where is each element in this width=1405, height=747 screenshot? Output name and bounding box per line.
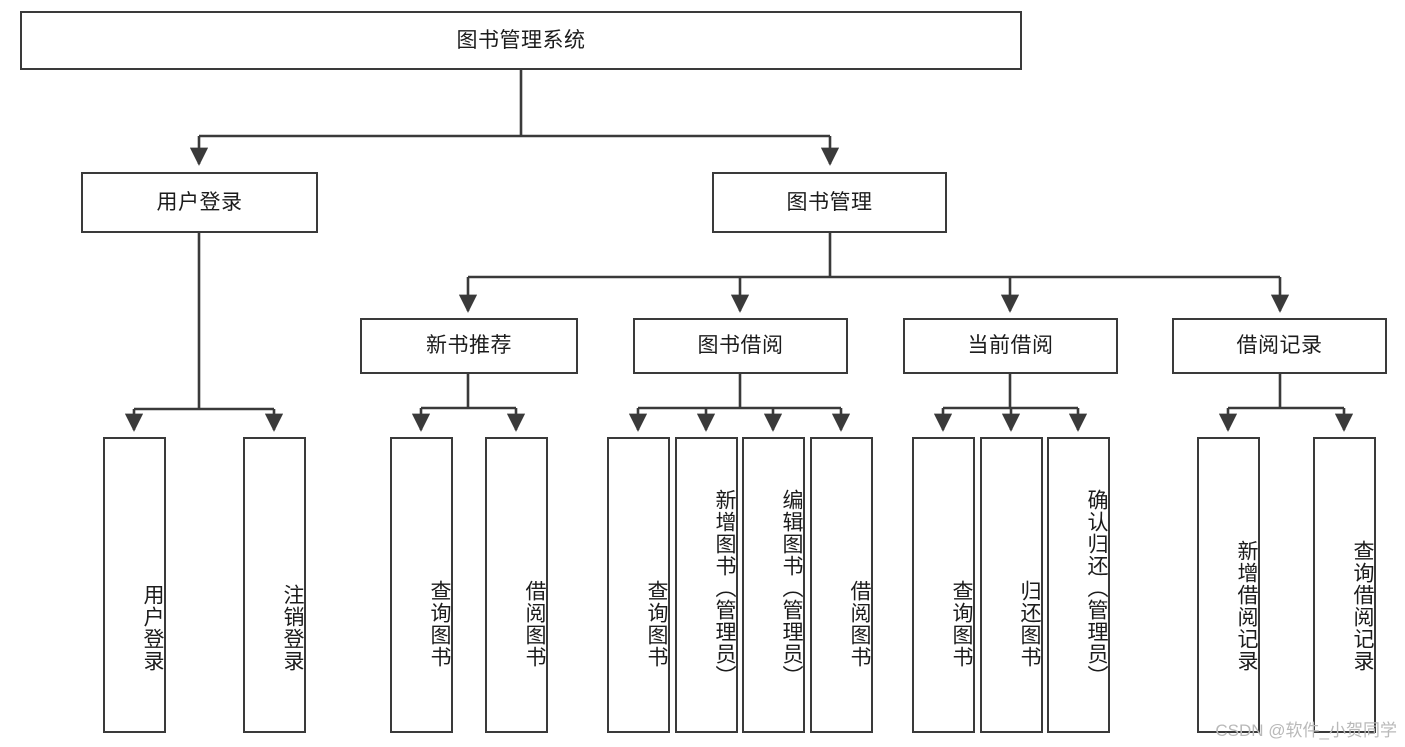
node-borrow-records[interactable]: 借阅记录: [1172, 318, 1387, 374]
node-root[interactable]: 图书管理系统: [20, 11, 1022, 70]
leaf-query-books-borrow[interactable]: 查询图书: [607, 437, 670, 733]
node-new-book-recommend[interactable]: 新书推荐: [360, 318, 578, 374]
leaf-edit-book-admin[interactable]: 编辑图书（管理员）: [742, 437, 805, 733]
leaf-logout[interactable]: 注销登录: [243, 437, 306, 733]
leaf-query-books-current[interactable]: 查询图书: [912, 437, 975, 733]
leaf-return-books[interactable]: 归还图书: [980, 437, 1043, 733]
node-book-management[interactable]: 图书管理: [712, 172, 947, 233]
watermark-text: CSDN @软件_小贺同学: [1215, 721, 1397, 740]
leaf-user-login[interactable]: 用户登录: [103, 437, 166, 733]
node-user-login[interactable]: 用户登录: [81, 172, 318, 233]
leaf-add-book-admin[interactable]: 新增图书（管理员）: [675, 437, 738, 733]
leaf-query-books-recommend[interactable]: 查询图书: [390, 437, 453, 733]
leaf-borrow-books[interactable]: 借阅图书: [810, 437, 873, 733]
node-current-borrow[interactable]: 当前借阅: [903, 318, 1118, 374]
leaf-confirm-return-admin[interactable]: 确认归还（管理员）: [1047, 437, 1110, 733]
node-book-borrow[interactable]: 图书借阅: [633, 318, 848, 374]
leaf-query-borrow-record[interactable]: 查询借阅记录: [1313, 437, 1376, 733]
leaf-borrow-books-recommend[interactable]: 借阅图书: [485, 437, 548, 733]
leaf-add-borrow-record[interactable]: 新增借阅记录: [1197, 437, 1260, 733]
